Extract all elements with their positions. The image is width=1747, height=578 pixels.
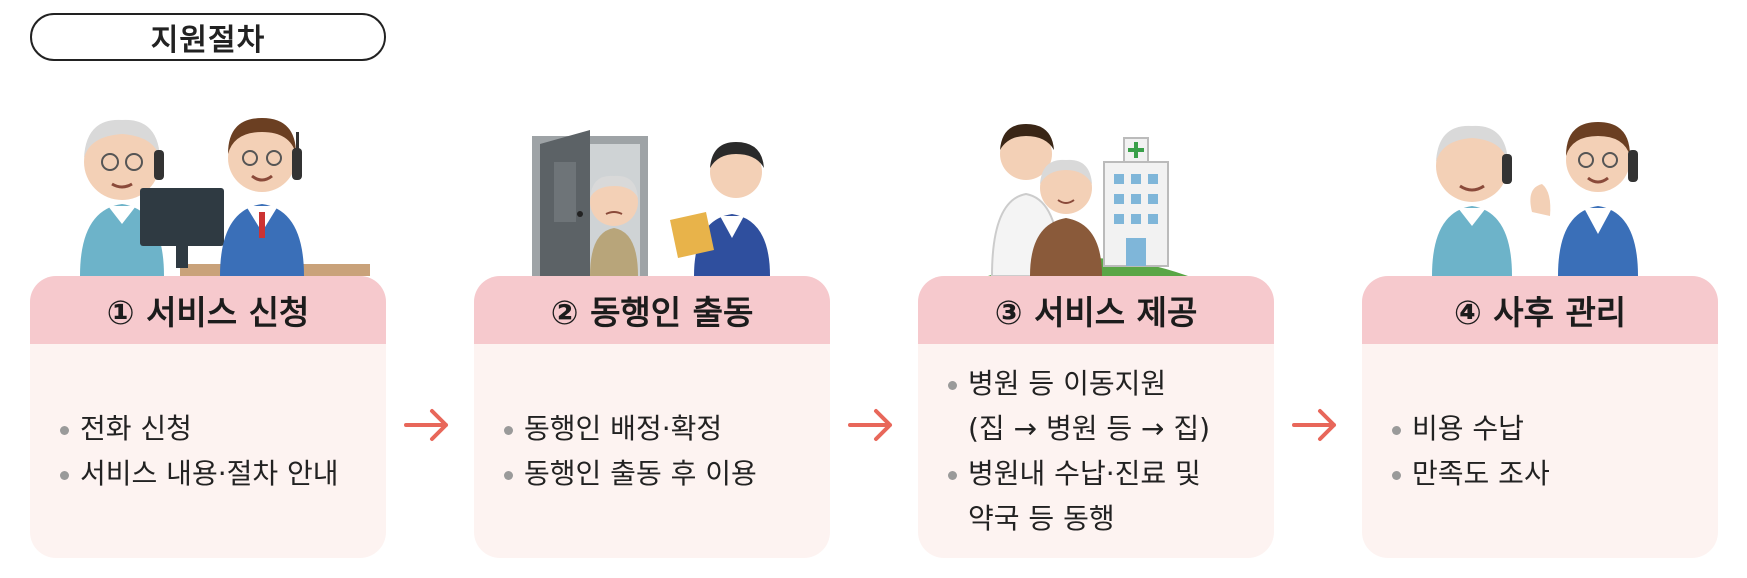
page-title: 지원절차 [30, 13, 386, 61]
step-3-service-provision: ③ 서비스 제공 병원 등 이동지원 (집 → 병원 등 → 집) 병원내 수납… [918, 92, 1274, 558]
step-4-header: ④ 사후 관리 [1362, 276, 1718, 344]
step-4-follow-up: ④ 사후 관리 비용 수납 만족도 조사 [1362, 92, 1718, 558]
step-2-companion-dispatch: ② 동행인 출동 동행인 배정·확정 동행인 출동 후 이용 [474, 92, 830, 558]
elderly-calling-operator-icon [80, 118, 370, 276]
step-2-items: 동행인 배정·확정 동행인 출동 후 이용 [474, 344, 830, 558]
phone-call-illustration [30, 92, 386, 276]
list-item-text: 서비스 내용·절차 안내 [80, 457, 339, 490]
arrow-right-icon [848, 409, 892, 441]
arrow-right-icon [1292, 409, 1336, 441]
step-2-card: ② 동행인 출동 동행인 배정·확정 동행인 출동 후 이용 [474, 276, 830, 558]
list-item: 전화 신청 [58, 406, 372, 451]
list-item: 동행인 출동 후 이용 [502, 451, 816, 496]
list-item: 서비스 내용·절차 안내 [58, 451, 372, 496]
step-1-service-application: ① 서비스 신청 전화 신청 서비스 내용·절차 안내 [30, 92, 386, 558]
list-item-text-continued: 약국 등 동행 [968, 502, 1115, 535]
list-item-text: 전화 신청 [80, 412, 192, 445]
step-1-card: ① 서비스 신청 전화 신청 서비스 내용·절차 안내 [30, 276, 386, 558]
list-item-text: 병원 등 이동지원 [968, 367, 1167, 400]
step-3-card: ③ 서비스 제공 병원 등 이동지원 (집 → 병원 등 → 집) 병원내 수납… [918, 276, 1274, 558]
step-3-items: 병원 등 이동지원 (집 → 병원 등 → 집) 병원내 수납·진료 및 약국 … [918, 344, 1274, 558]
list-item-text: 동행인 출동 후 이용 [524, 457, 757, 490]
list-item: 비용 수납 [1390, 406, 1704, 451]
list-item: 동행인 배정·확정 [502, 406, 816, 451]
step-4-card: ④ 사후 관리 비용 수납 만족도 조사 [1362, 276, 1718, 558]
list-item: 병원내 수납·진료 및 약국 등 동행 [946, 451, 1260, 541]
follow-up-call-icon [1432, 122, 1638, 276]
list-item-text: 동행인 배정·확정 [524, 412, 723, 445]
arrow-right-icon [404, 409, 448, 441]
hospital-escort-illustration [918, 92, 1274, 276]
list-item-text-continued: (집 → 병원 등 → 집) [968, 412, 1211, 445]
step-4-items: 비용 수납 만족도 조사 [1362, 344, 1718, 558]
list-item: 병원 등 이동지원 (집 → 병원 등 → 집) [946, 361, 1260, 451]
step-1-items: 전화 신청 서비스 내용·절차 안내 [30, 344, 386, 558]
follow-up-call-illustration [1362, 92, 1718, 276]
list-item-text: 병원내 수납·진료 및 [968, 457, 1201, 490]
list-item-text: 비용 수납 [1412, 412, 1524, 445]
list-item-text: 만족도 조사 [1412, 457, 1550, 490]
step-2-header: ② 동행인 출동 [474, 276, 830, 344]
companion-at-door-icon [532, 130, 770, 276]
list-item: 만족도 조사 [1390, 451, 1704, 496]
hospital-escort-icon [988, 124, 1188, 276]
step-3-header: ③ 서비스 제공 [918, 276, 1274, 344]
door-visit-illustration [474, 92, 830, 276]
step-1-header: ① 서비스 신청 [30, 276, 386, 344]
